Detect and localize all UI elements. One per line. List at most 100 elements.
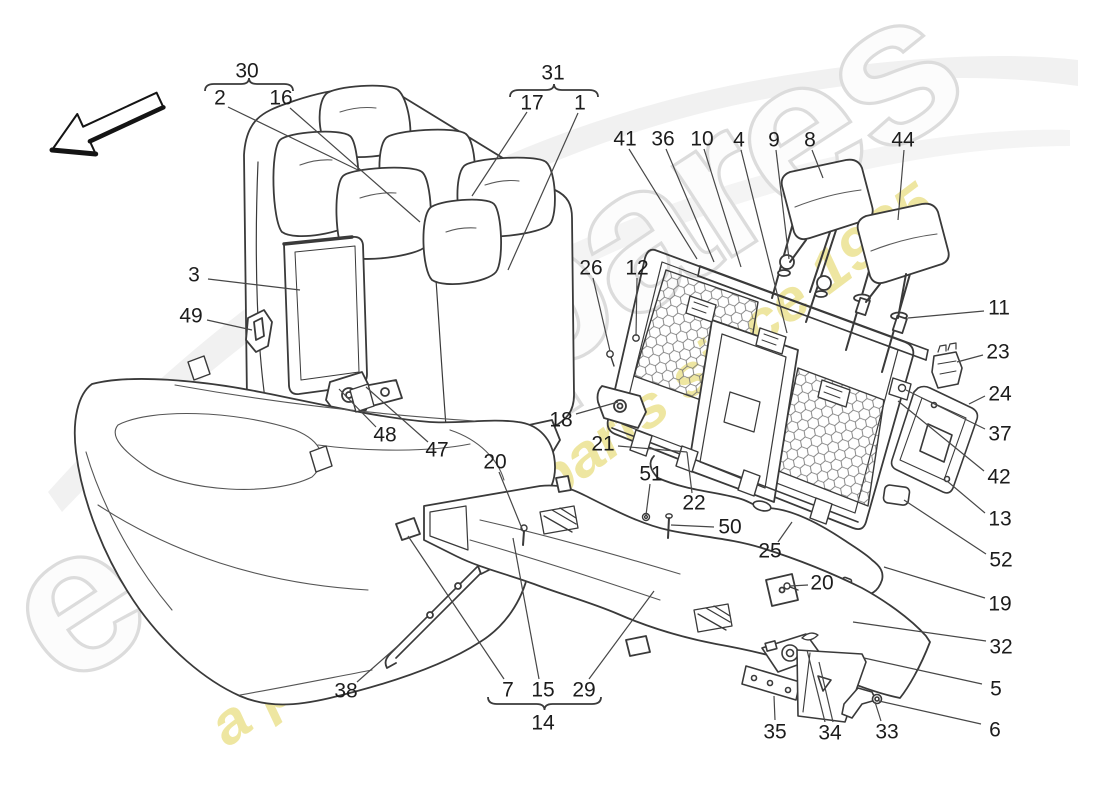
part-label-41: 41: [613, 128, 636, 151]
part-label-42: 42: [987, 466, 1010, 489]
screw-50: [665, 513, 673, 539]
part-label-20a: 20: [483, 451, 506, 474]
bolt-20-right: [783, 582, 799, 591]
part-label-44: 44: [891, 129, 915, 152]
leader-line: [874, 701, 882, 722]
part-label-15: 15: [531, 679, 554, 702]
leader-line: [356, 644, 400, 683]
backrest-panel: [283, 236, 368, 395]
part-label-18: 18: [549, 409, 572, 432]
leader-line: [852, 621, 987, 642]
part-label-51: 51: [639, 463, 662, 486]
part-label-24: 24: [988, 383, 1012, 406]
leader-line: [645, 483, 651, 516]
leader-line: [617, 445, 688, 453]
part-label-32: 32: [989, 636, 1012, 659]
part-label-25: 25: [758, 540, 781, 563]
leader-line: [811, 149, 824, 179]
leader-line: [628, 148, 698, 260]
headrest-8: [780, 158, 874, 241]
part-label-47: 47: [425, 439, 448, 462]
part-label-29: 29: [572, 679, 595, 702]
group-bracket: [509, 83, 599, 98]
part-label-3: 3: [188, 264, 200, 287]
harness-25: [649, 455, 884, 596]
leader-line: [635, 277, 638, 337]
part-label-9: 9: [768, 129, 780, 152]
leader-line: [806, 649, 826, 723]
duct-grips: [539, 505, 733, 633]
part-label-35: 35: [763, 721, 786, 744]
leader-line: [665, 148, 715, 263]
part-label-31: 31: [541, 62, 564, 85]
leader-line: [471, 111, 528, 197]
seat-cushion-drawing: [73, 355, 556, 706]
part-label-14: 14: [531, 712, 555, 735]
leader-line: [703, 148, 742, 268]
part-label-13: 13: [988, 508, 1011, 531]
isofix-panel-24: [890, 385, 979, 494]
seat-backrest-drawing: [243, 84, 575, 476]
part-label-2: 2: [214, 87, 226, 110]
leader-line: [670, 524, 715, 528]
part-label-7: 7: [502, 679, 514, 702]
viewing-direction-arrow: [49, 91, 166, 157]
part-label-11: 11: [988, 297, 1010, 320]
latch-23: [931, 342, 963, 389]
leader-line: [575, 401, 619, 415]
base-plate-35: [741, 665, 801, 701]
part-label-22: 22: [682, 492, 705, 515]
leader-line: [775, 149, 790, 260]
part-label-21: 21: [591, 433, 614, 456]
part-label-50: 50: [718, 516, 741, 539]
leader-line: [818, 661, 834, 723]
leader-line: [946, 480, 986, 514]
part-label-34: 34: [818, 722, 842, 745]
part-label-48: 48: [373, 424, 396, 447]
headrest-guide-pins: [771, 197, 915, 373]
latch-assembly-drawing: [741, 632, 883, 723]
leader-line: [897, 400, 985, 472]
leader-line: [592, 277, 611, 352]
leader-line: [289, 107, 421, 223]
part-label-26: 26: [579, 257, 602, 280]
leader-line: [407, 535, 505, 680]
headrest-44: [856, 202, 950, 285]
headrest-bump: [335, 166, 432, 260]
part-label-38: 38: [334, 680, 357, 703]
duct-bracket-20: [765, 573, 799, 607]
leader-line: [227, 106, 359, 171]
leader-line: [878, 700, 982, 725]
leader-line: [206, 319, 253, 331]
part-label-1: 1: [574, 92, 586, 115]
frame-feet: [629, 429, 833, 525]
part-label-8: 8: [804, 129, 816, 152]
part-label-19: 19: [988, 593, 1011, 616]
leader-line: [789, 584, 809, 587]
headrest-bump: [422, 198, 502, 286]
part-label-17: 17: [520, 92, 543, 115]
part-label-20b: 20: [810, 572, 833, 595]
leader-line: [512, 537, 540, 680]
leader-line: [498, 471, 524, 532]
headrests-drawing: [780, 158, 950, 319]
part-label-37: 37: [988, 423, 1011, 446]
leader-line: [897, 149, 905, 221]
part-label-4: 4: [733, 129, 745, 152]
part-label-5: 5: [990, 678, 1002, 701]
clip-52: [882, 484, 911, 506]
leader-line: [686, 451, 693, 494]
backrest-frame-drawing: [596, 197, 929, 531]
bracket-49: [245, 309, 273, 353]
belt-guide-flaps: [187, 355, 375, 473]
lever-33: [841, 687, 883, 719]
group-bracket: [204, 77, 294, 92]
leader-line: [773, 695, 776, 721]
leader-line: [903, 499, 987, 555]
leader-line: [207, 278, 301, 291]
part-label-49: 49: [179, 305, 202, 328]
frame-latches: [685, 295, 912, 408]
leader-line: [883, 566, 986, 599]
